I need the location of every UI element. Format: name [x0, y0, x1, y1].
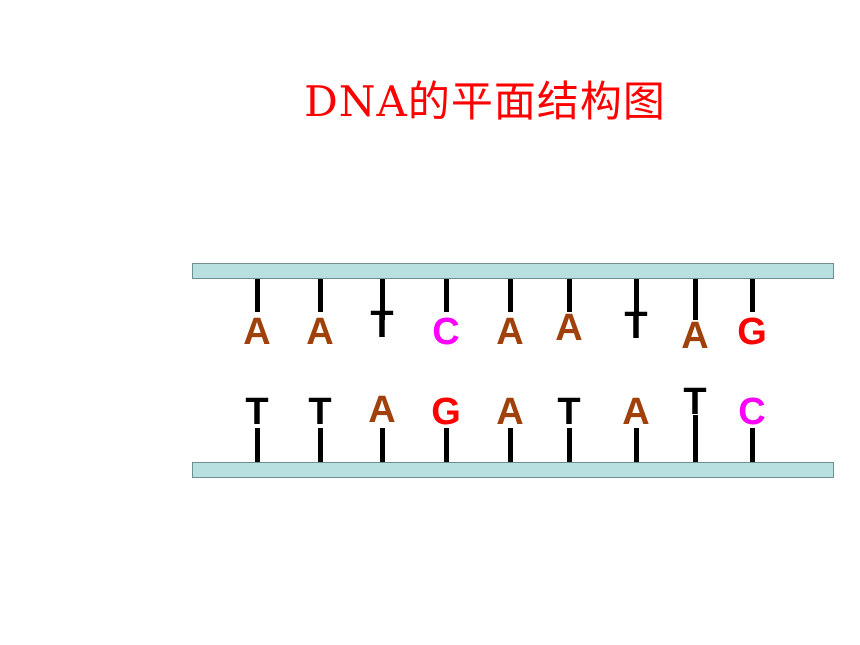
- top-bond-line: [634, 279, 639, 316]
- top-bond-line: [567, 279, 572, 312]
- bottom-bond-line: [750, 428, 755, 462]
- top-bond-line: [380, 279, 385, 320]
- top-base-a: A: [243, 311, 271, 353]
- bottom-bond-line: [380, 428, 385, 462]
- bottom-base-t: T: [308, 391, 332, 433]
- top-base-c: C: [432, 311, 460, 353]
- bottom-base-a: A: [496, 391, 524, 433]
- bottom-base-g: G: [431, 391, 461, 433]
- top-bond-line: [693, 279, 698, 320]
- bottom-base-a: A: [368, 389, 396, 431]
- top-base-a: A: [681, 315, 709, 357]
- top-base-a: A: [306, 311, 334, 353]
- bottom-base-c: C: [738, 391, 766, 433]
- bottom-base-t: T: [557, 391, 581, 433]
- top-bond-line: [318, 279, 323, 312]
- bottom-backbone: [192, 462, 834, 478]
- top-bond-line: [750, 279, 755, 312]
- bottom-bond-line: [444, 428, 449, 462]
- diagram-title: DNA的平面结构图: [304, 77, 666, 126]
- top-base-t: T: [370, 304, 394, 346]
- bottom-base-t: T: [683, 381, 707, 423]
- bottom-bond-line: [318, 428, 323, 462]
- top-backbone: [192, 263, 834, 279]
- top-bond-line: [444, 279, 449, 312]
- bottom-bond-line: [508, 428, 513, 462]
- top-bond-line: [255, 279, 260, 312]
- top-base-a: A: [555, 307, 583, 349]
- top-base-t: T: [624, 305, 648, 347]
- bottom-base-a: A: [622, 391, 650, 433]
- top-bond-line: [508, 279, 513, 312]
- top-base-g: G: [737, 311, 767, 353]
- bottom-bond-line: [634, 428, 639, 462]
- top-base-a: A: [496, 311, 524, 353]
- bottom-bond-line: [693, 415, 698, 462]
- bottom-bond-line: [567, 428, 572, 462]
- bottom-bond-line: [255, 428, 260, 462]
- bottom-base-t: T: [245, 391, 269, 433]
